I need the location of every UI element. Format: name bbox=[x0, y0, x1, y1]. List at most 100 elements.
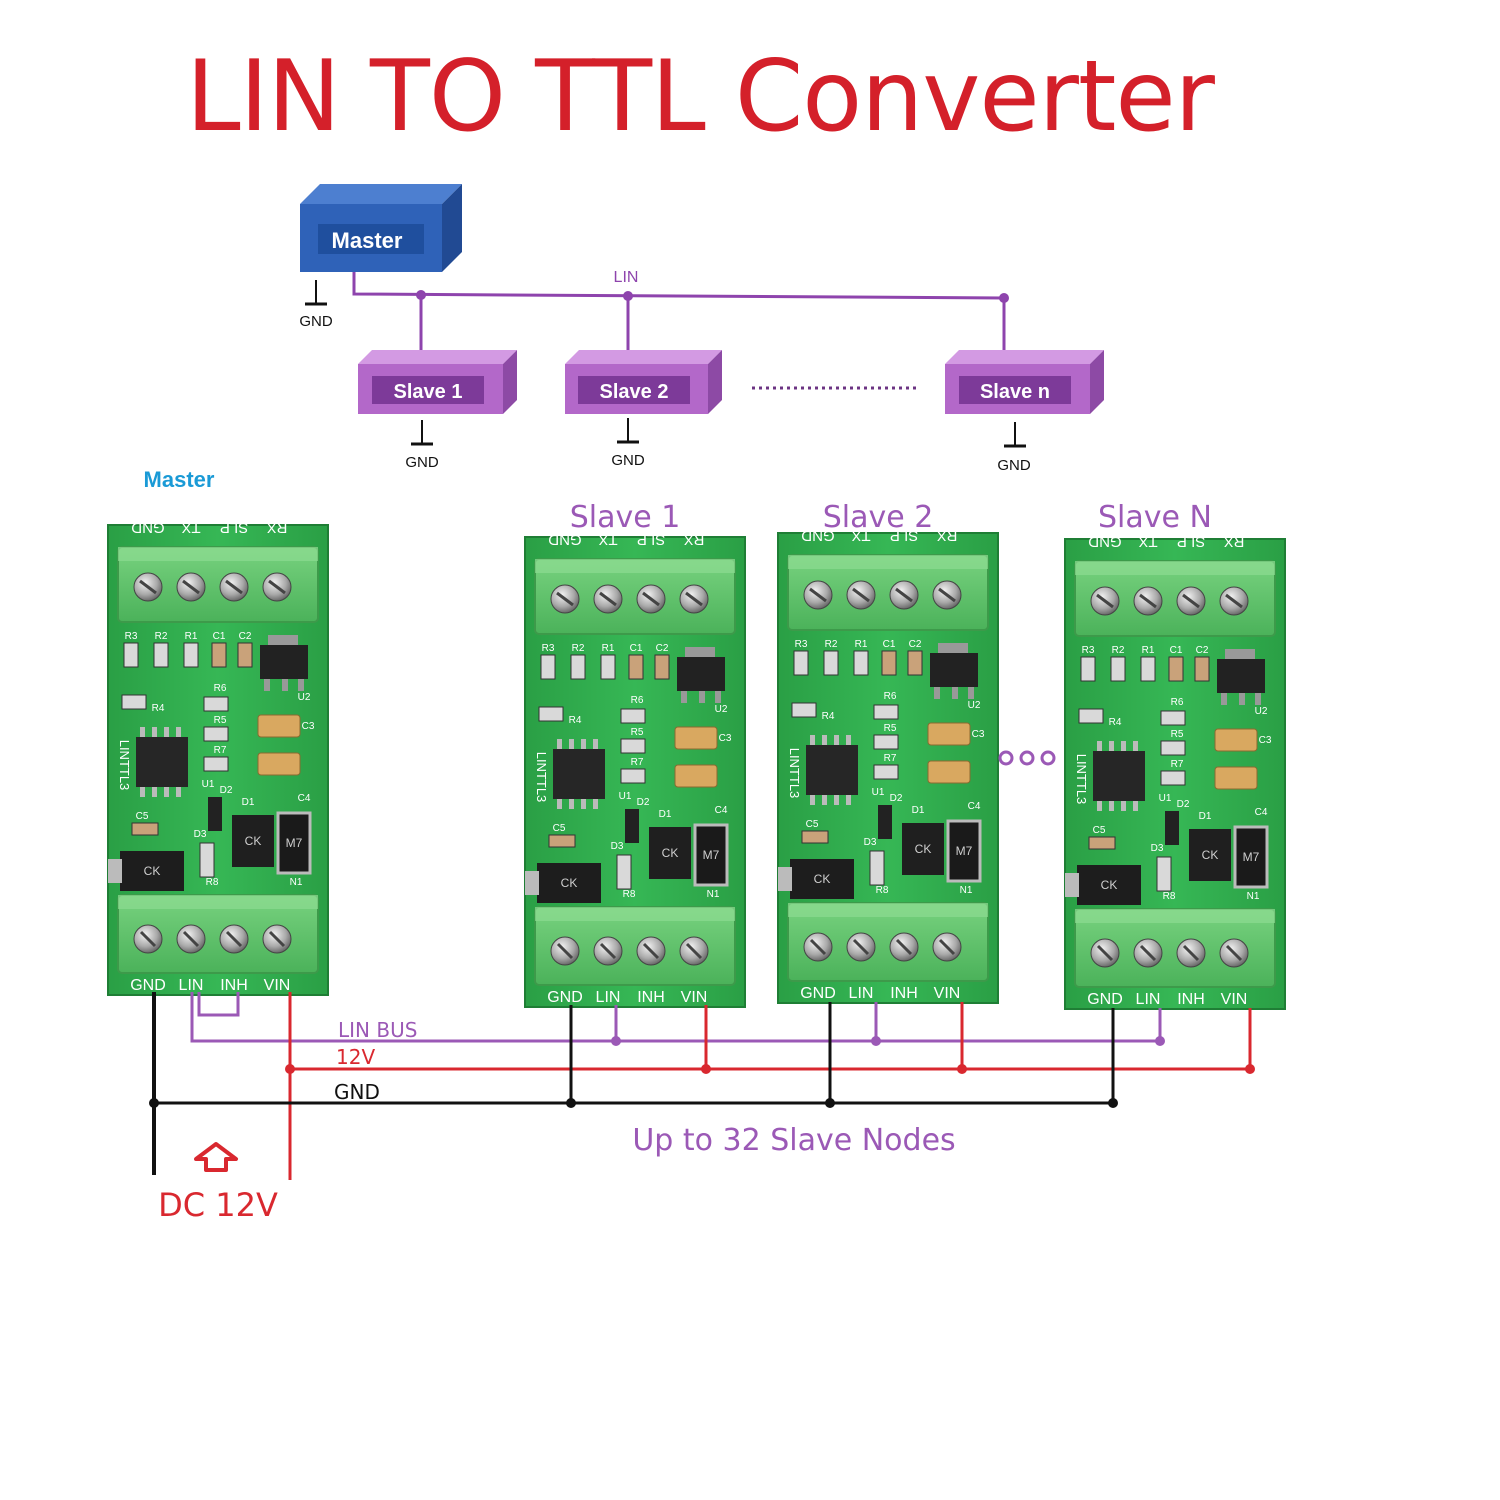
topology-master-label: Master bbox=[332, 228, 403, 253]
board-component-label: R2 bbox=[1112, 645, 1125, 656]
board-bottom-pin-label: LIN bbox=[1136, 991, 1161, 1008]
board-component-label: R1 bbox=[855, 639, 868, 650]
board-component-label: C2 bbox=[909, 639, 922, 650]
board-model-label: LINTTL3 bbox=[1074, 754, 1089, 805]
wiring: LIN BUS 12V GND Up to 32 Slave Nodes DC … bbox=[149, 992, 1255, 1224]
board-component-label: C5 bbox=[553, 823, 566, 834]
board-component-label: R1 bbox=[602, 643, 615, 654]
board-bottom-pin-label: VIN bbox=[934, 985, 961, 1002]
board-component-label: R4 bbox=[152, 703, 165, 714]
board-component-label: D3 bbox=[194, 829, 207, 840]
board-component-label: U1 bbox=[619, 791, 632, 802]
board-component-label: R3 bbox=[542, 643, 555, 654]
board-bottom-pin-label: GND bbox=[130, 977, 166, 994]
board-component-label: C3 bbox=[972, 729, 985, 740]
board-chip-marking: M7 bbox=[956, 844, 973, 858]
board-component-label: R6 bbox=[884, 691, 897, 702]
board-component-label: C5 bbox=[136, 811, 149, 822]
board-component-label: U2 bbox=[715, 704, 728, 715]
board-chip-marking: M7 bbox=[703, 848, 720, 862]
board-component-label: C1 bbox=[883, 639, 896, 650]
board-bottom-pin-label: LIN bbox=[179, 977, 204, 994]
slave-n-board-caption: Slave N bbox=[1098, 500, 1212, 535]
board-component-label: N1 bbox=[1247, 891, 1260, 902]
boards-ellipsis bbox=[998, 750, 1056, 766]
slave-2-board-caption: Slave 2 bbox=[823, 500, 934, 535]
topology-master-box: Master bbox=[300, 184, 462, 272]
board-component-label: C1 bbox=[213, 631, 226, 642]
board-component-label: R4 bbox=[569, 715, 582, 726]
board-bottom-pin-label: INH bbox=[1177, 991, 1205, 1008]
board-top-pin-label: SLP bbox=[637, 531, 665, 548]
board-component-label: C4 bbox=[1255, 807, 1268, 818]
board-component-label: D3 bbox=[611, 841, 624, 852]
board-top-pin-label: RX bbox=[1224, 533, 1245, 550]
board-component-label: C3 bbox=[302, 721, 315, 732]
board-component-label: N1 bbox=[960, 885, 973, 896]
topology-slave-n-gnd-label: GND bbox=[997, 457, 1031, 474]
board-bottom-pin-label: GND bbox=[1087, 991, 1123, 1008]
board-component-label: R7 bbox=[214, 745, 227, 756]
board-component-label: C4 bbox=[968, 801, 981, 812]
board-component-label: N1 bbox=[290, 877, 303, 888]
board-chip-marking: CK bbox=[915, 842, 932, 856]
board-component-label: D2 bbox=[637, 797, 650, 808]
topology-slave-n-box: Slave n bbox=[945, 350, 1104, 414]
board-top-pin-label: GND bbox=[801, 527, 835, 544]
board-component-label: C4 bbox=[298, 793, 311, 804]
board-component-label: R8 bbox=[876, 885, 889, 896]
board-top-pin-label: RX bbox=[684, 531, 705, 548]
board-component-label: R2 bbox=[572, 643, 585, 654]
board-chip-marking: CK bbox=[662, 846, 679, 860]
board-component-label: C2 bbox=[239, 631, 252, 642]
lin-bus-label: LIN BUS bbox=[338, 1018, 417, 1042]
board-component-label: D1 bbox=[912, 805, 925, 816]
board-bottom-pin-label: LIN bbox=[849, 985, 874, 1002]
board-component-label: R7 bbox=[1171, 759, 1184, 770]
topology-lin-bus-line bbox=[352, 272, 1005, 300]
topology-slave-2-box: Slave 2 bbox=[565, 350, 722, 414]
board-component-label: R4 bbox=[1109, 717, 1122, 728]
board-chip-marking: CK bbox=[814, 872, 831, 886]
board-bottom-pin-label: VIN bbox=[264, 977, 291, 994]
board-top-pin-label: TX bbox=[598, 531, 617, 548]
board-component-label: U2 bbox=[968, 700, 981, 711]
board-component-label: R3 bbox=[1082, 645, 1095, 656]
board-component-label: R3 bbox=[125, 631, 138, 642]
board-component-label: U2 bbox=[1255, 706, 1268, 717]
board-component-label: R2 bbox=[155, 631, 168, 642]
lin-inh-jumper bbox=[197, 992, 240, 1017]
board-component-label: D2 bbox=[890, 793, 903, 804]
board-component-label: D3 bbox=[864, 837, 877, 848]
board-component-label: R8 bbox=[623, 889, 636, 900]
board-chip-marking: CK bbox=[561, 876, 578, 890]
board-component-label: R5 bbox=[214, 715, 227, 726]
board-bottom-pin-label: GND bbox=[800, 985, 836, 1002]
board-chip-marking: CK bbox=[245, 834, 262, 848]
board-component-label: R7 bbox=[631, 757, 644, 768]
board-top-pin-label: RX bbox=[267, 519, 288, 536]
nodes-note: Up to 32 Slave Nodes bbox=[632, 1123, 955, 1158]
board-bottom-pin-label: INH bbox=[220, 977, 248, 994]
topology-slave-2-gnd-label: GND bbox=[611, 452, 645, 469]
board-component-label: D3 bbox=[1151, 843, 1164, 854]
board-component-label: R3 bbox=[795, 639, 808, 650]
board-bottom-pin-label: INH bbox=[637, 989, 665, 1006]
slave-1-board-caption: Slave 1 bbox=[570, 500, 681, 535]
board-component-label: D2 bbox=[220, 785, 233, 796]
topology-lin-label: LIN bbox=[614, 269, 639, 286]
board-component-label: R6 bbox=[631, 695, 644, 706]
board-component-label: R6 bbox=[214, 683, 227, 694]
topology-diagram: Master GND LIN Slave 1 GND Slave 2 bbox=[299, 184, 1104, 474]
v12-label: 12V bbox=[336, 1045, 375, 1069]
board-top-pin-label: SLP bbox=[890, 527, 918, 544]
board-component-label: D1 bbox=[242, 797, 255, 808]
board-component-label: R5 bbox=[1171, 729, 1184, 740]
board-component-label: R8 bbox=[206, 877, 219, 888]
board-component-label: R5 bbox=[631, 727, 644, 738]
board-component-label: U1 bbox=[202, 779, 215, 790]
board-component-label: C3 bbox=[1259, 735, 1272, 746]
